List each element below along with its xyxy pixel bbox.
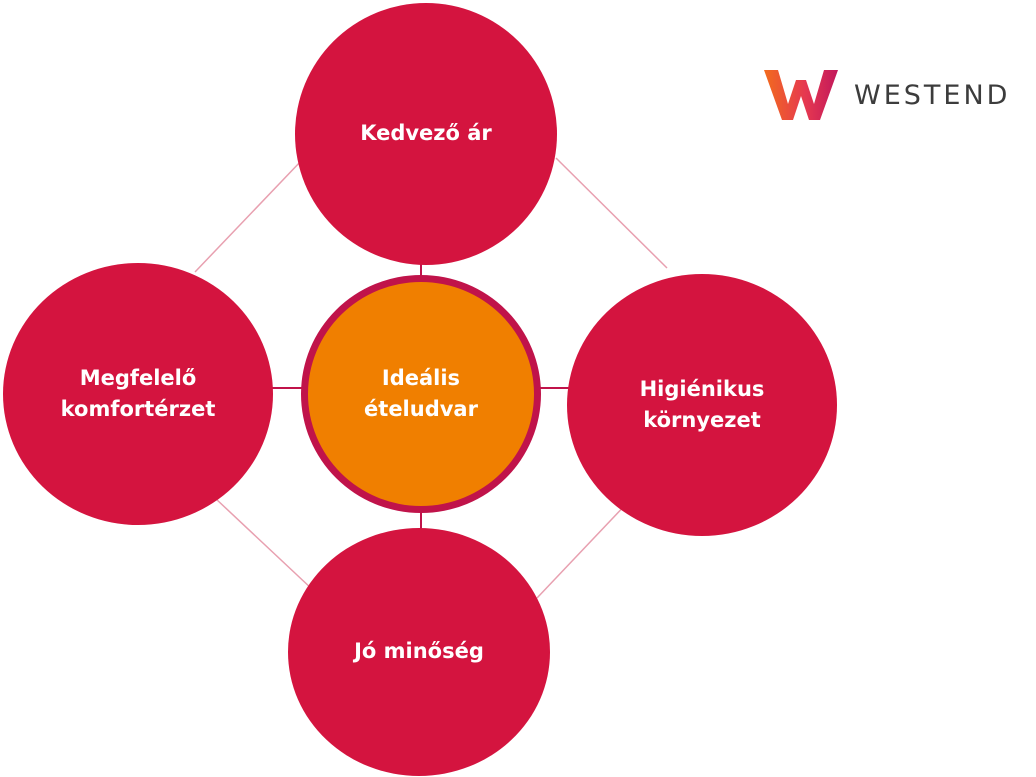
node-label-right: Higiénikus környezet — [639, 376, 765, 433]
connector-top-right — [555, 157, 668, 269]
node-label-center: Ideális ételudvar — [364, 365, 478, 422]
node-megfelelo-komforterzet: Megfelelő komfortérzet — [3, 263, 273, 525]
node-kedvezo-ar: Kedvező ár — [295, 3, 557, 265]
connector-top-left — [194, 159, 303, 273]
westend-logo-text: WESTEND — [854, 79, 1011, 111]
node-higienikus-kornyezet: Higiénikus környezet — [567, 274, 837, 536]
connector-left-bottom — [214, 497, 314, 591]
westend-w-mark-icon — [764, 70, 838, 120]
node-label-bottom: Jó minőség — [354, 639, 484, 664]
node-idealis-eteludvar: Ideális ételudvar — [301, 275, 541, 513]
node-jo-minoseg: Jó minőség — [288, 528, 550, 776]
node-label-left: Megfelelő komfortérzet — [60, 365, 216, 422]
westend-logo: WESTEND — [762, 66, 1010, 124]
connector-right-bottom — [536, 499, 631, 599]
node-label-top: Kedvező ár — [360, 121, 492, 146]
